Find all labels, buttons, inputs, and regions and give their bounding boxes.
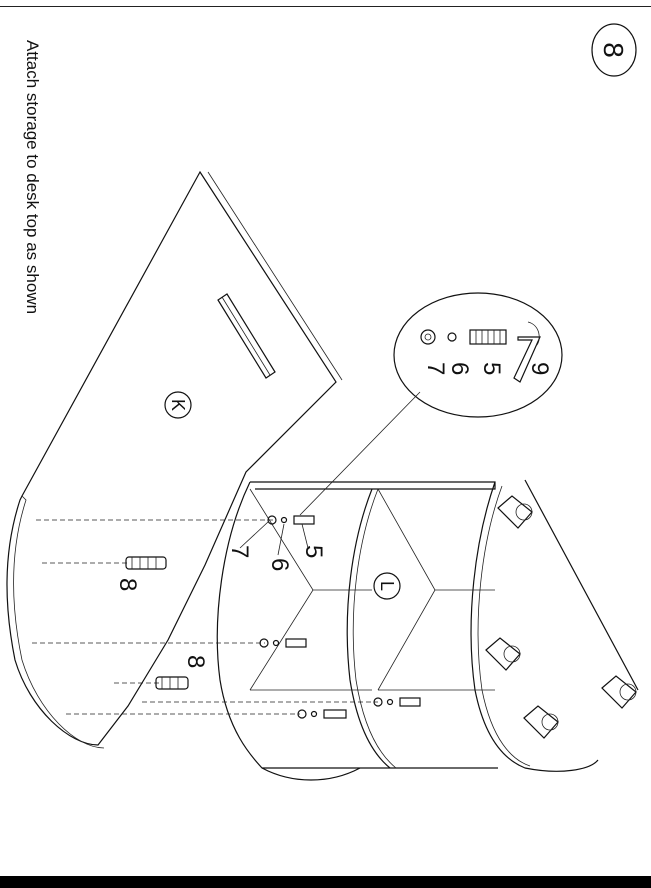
main-callout-6: 6 [266, 558, 293, 571]
detail-callout-5: 5 [478, 362, 505, 375]
top-rule [0, 6, 651, 7]
detail-callout-7: 7 [422, 362, 449, 375]
assembly-guide-lines [32, 519, 378, 715]
step-number-badge: 8 [591, 23, 637, 77]
desk-top-label: K [168, 399, 188, 411]
bottom-bar [0, 876, 651, 888]
storage-label: L [377, 581, 397, 591]
desk-top-panel-k: K [6, 170, 343, 749]
step-number: 8 [598, 42, 629, 58]
hardware-detail-callout [299, 292, 563, 516]
detail-callout-9: 9 [526, 362, 553, 375]
dowel-hardware [125, 556, 189, 690]
main-callout-7: 7 [226, 545, 253, 558]
bolt-hardware [259, 515, 421, 719]
dowel-callout-a: 8 [114, 578, 141, 591]
storage-unit-l: L [216, 479, 639, 781]
detail-callout-6: 6 [446, 362, 473, 375]
callout-numerals: 7 6 5 9 7 6 5 8 8 [114, 362, 553, 668]
caster-wheels [485, 495, 637, 739]
dowel-callout-b: 8 [182, 655, 209, 668]
main-callout-5: 5 [300, 545, 327, 558]
